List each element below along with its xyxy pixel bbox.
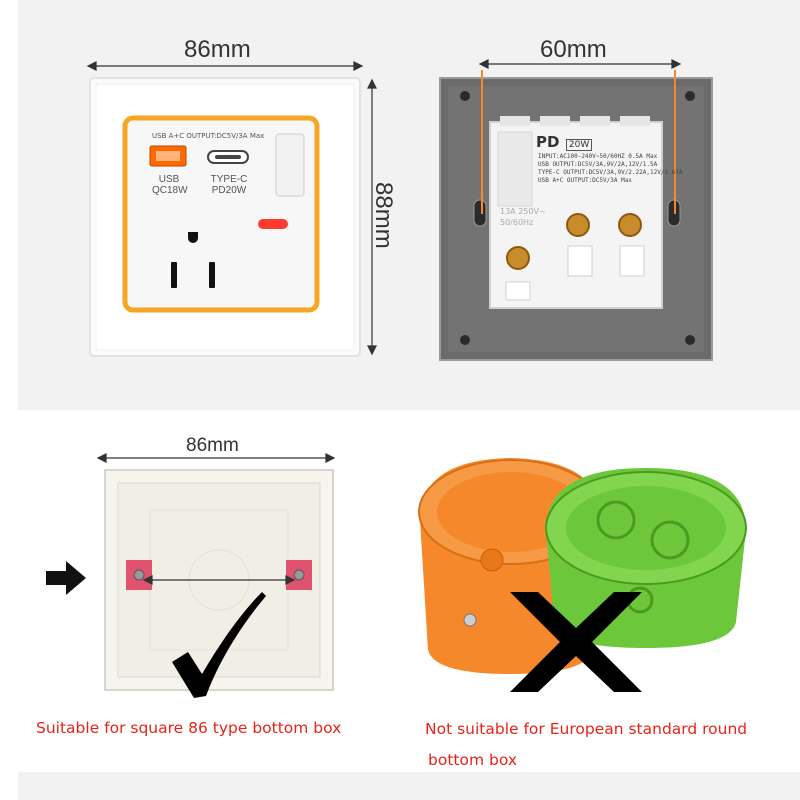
- us-outlet: [171, 232, 215, 288]
- bottom-strip-background: [18, 772, 800, 800]
- module-brand: PD: [536, 133, 560, 151]
- not-suitable-caption-line-2: bottom box: [428, 751, 518, 769]
- socket-front-drawing: USB A+C OUTPUT:DC5V/3A Max: [86, 61, 377, 357]
- usb-output-label: USB A+C OUTPUT:DC5V/3A Max: [152, 132, 264, 140]
- rating-line: 50/60Hz: [500, 218, 534, 227]
- not-suitable-caption-line-1: Not suitable for European standard round: [425, 720, 748, 738]
- socket-back-drawing: [439, 59, 713, 361]
- cross-mark-icon: [510, 592, 642, 692]
- power-indicator: [258, 219, 288, 229]
- spec-line: TYPE-C OUTPUT:DC5V/3A,9V/2.22A,12V/1.67A: [538, 169, 683, 176]
- typec-port-spec: PD20W: [211, 185, 247, 196]
- green-round-box: [545, 468, 747, 648]
- check-mark-icon: [172, 592, 266, 698]
- spec-line: INPUT:AC100-240V~50/60HZ 0.5A Max: [538, 153, 658, 160]
- module-power: 20W: [565, 139, 593, 151]
- spec-line: USB A+C OUTPUT:DC5V/3A Max: [538, 177, 632, 184]
- usb-port-label: USB: [158, 174, 180, 185]
- usb-port-spec: QC18W: [152, 185, 188, 196]
- box-width-label: 86mm: [186, 435, 239, 456]
- rating-line: 13A 250V~: [500, 207, 546, 216]
- module-spec-lines: INPUT:AC100-240V~50/60HZ 0.5A Max USB OU…: [538, 153, 683, 185]
- module-width-label: 60mm: [540, 36, 607, 63]
- spec-line: USB OUTPUT:DC5V/3A,9V/2A,12V/1.5A: [538, 161, 658, 168]
- rocker-switch: [275, 133, 305, 197]
- module-label-block: PD 20W: [536, 133, 593, 152]
- square-box-drawing: [46, 453, 336, 698]
- arrow-right-icon: [46, 561, 86, 595]
- suitable-caption: Suitable for square 86 type bottom box: [36, 719, 342, 737]
- socket-width-label: 86mm: [184, 36, 251, 63]
- typec-port-label: TYPE-C: [210, 174, 248, 185]
- module-rating: 13A 250V~ 50/60Hz: [500, 206, 546, 228]
